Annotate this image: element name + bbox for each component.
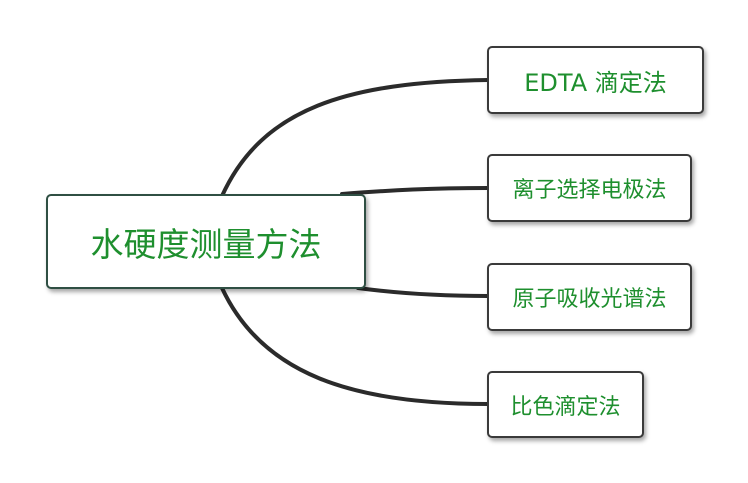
root-topic[interactable]: 水硬度测量方法	[46, 194, 366, 289]
subtopic-atomic-absorption[interactable]: 原子吸收光谱法	[487, 263, 692, 331]
subtopic-colorimetric-titration[interactable]: 比色滴定法	[487, 371, 644, 438]
subtopic-label: 比色滴定法	[510, 394, 621, 420]
connector-ise	[340, 186, 490, 196]
subtopic-edta-titration[interactable]: EDTA 滴定法	[487, 46, 704, 114]
subtopic-label: 原子吸收光谱法	[512, 287, 667, 312]
root-topic-label: 水硬度测量方法	[90, 224, 322, 264]
connector-edta	[220, 78, 490, 198]
connector-aas	[356, 286, 490, 298]
subtopic-label: 离子选择电极法	[512, 178, 667, 203]
subtopic-ion-selective-electrode[interactable]: 离子选择电极法	[487, 154, 692, 222]
connector-colorimetric	[220, 286, 490, 406]
subtopic-label: EDTA 滴定法	[524, 68, 667, 97]
